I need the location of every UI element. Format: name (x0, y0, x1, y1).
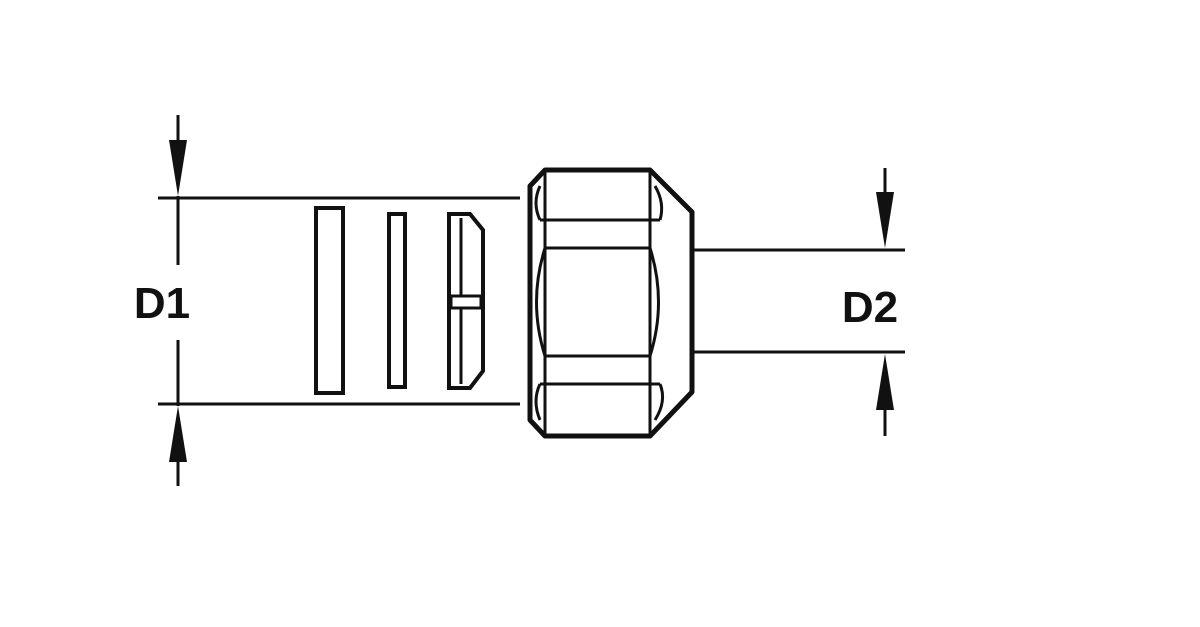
d1-top-arrowhead (169, 140, 187, 196)
d2-bottom-arrowhead (876, 354, 894, 410)
hex-nut-top-curve (534, 185, 542, 221)
sealing-rings (314, 206, 485, 395)
hex-nut-top-curve-right (653, 185, 664, 221)
d2-top-arrowhead (876, 192, 894, 248)
hex-nut-bottom-curve (534, 383, 542, 421)
d2-label: D2 (842, 283, 898, 332)
d2-dimension: D2 (692, 168, 905, 436)
split-ring (447, 212, 485, 390)
hex-nut-curve-right (648, 247, 660, 357)
hex-nut-curve-left (535, 247, 547, 357)
d1-bottom-arrowhead (169, 406, 187, 462)
hex-nut-bottom-curve-right (653, 383, 665, 421)
split-ring-gap (449, 294, 483, 310)
hex-nut-outline (527, 167, 695, 439)
hex-nut (527, 167, 695, 439)
d1-dimension: D1 (134, 115, 520, 486)
ring-1 (314, 206, 345, 395)
ring-2 (387, 212, 407, 389)
d1-label: D1 (134, 279, 190, 328)
